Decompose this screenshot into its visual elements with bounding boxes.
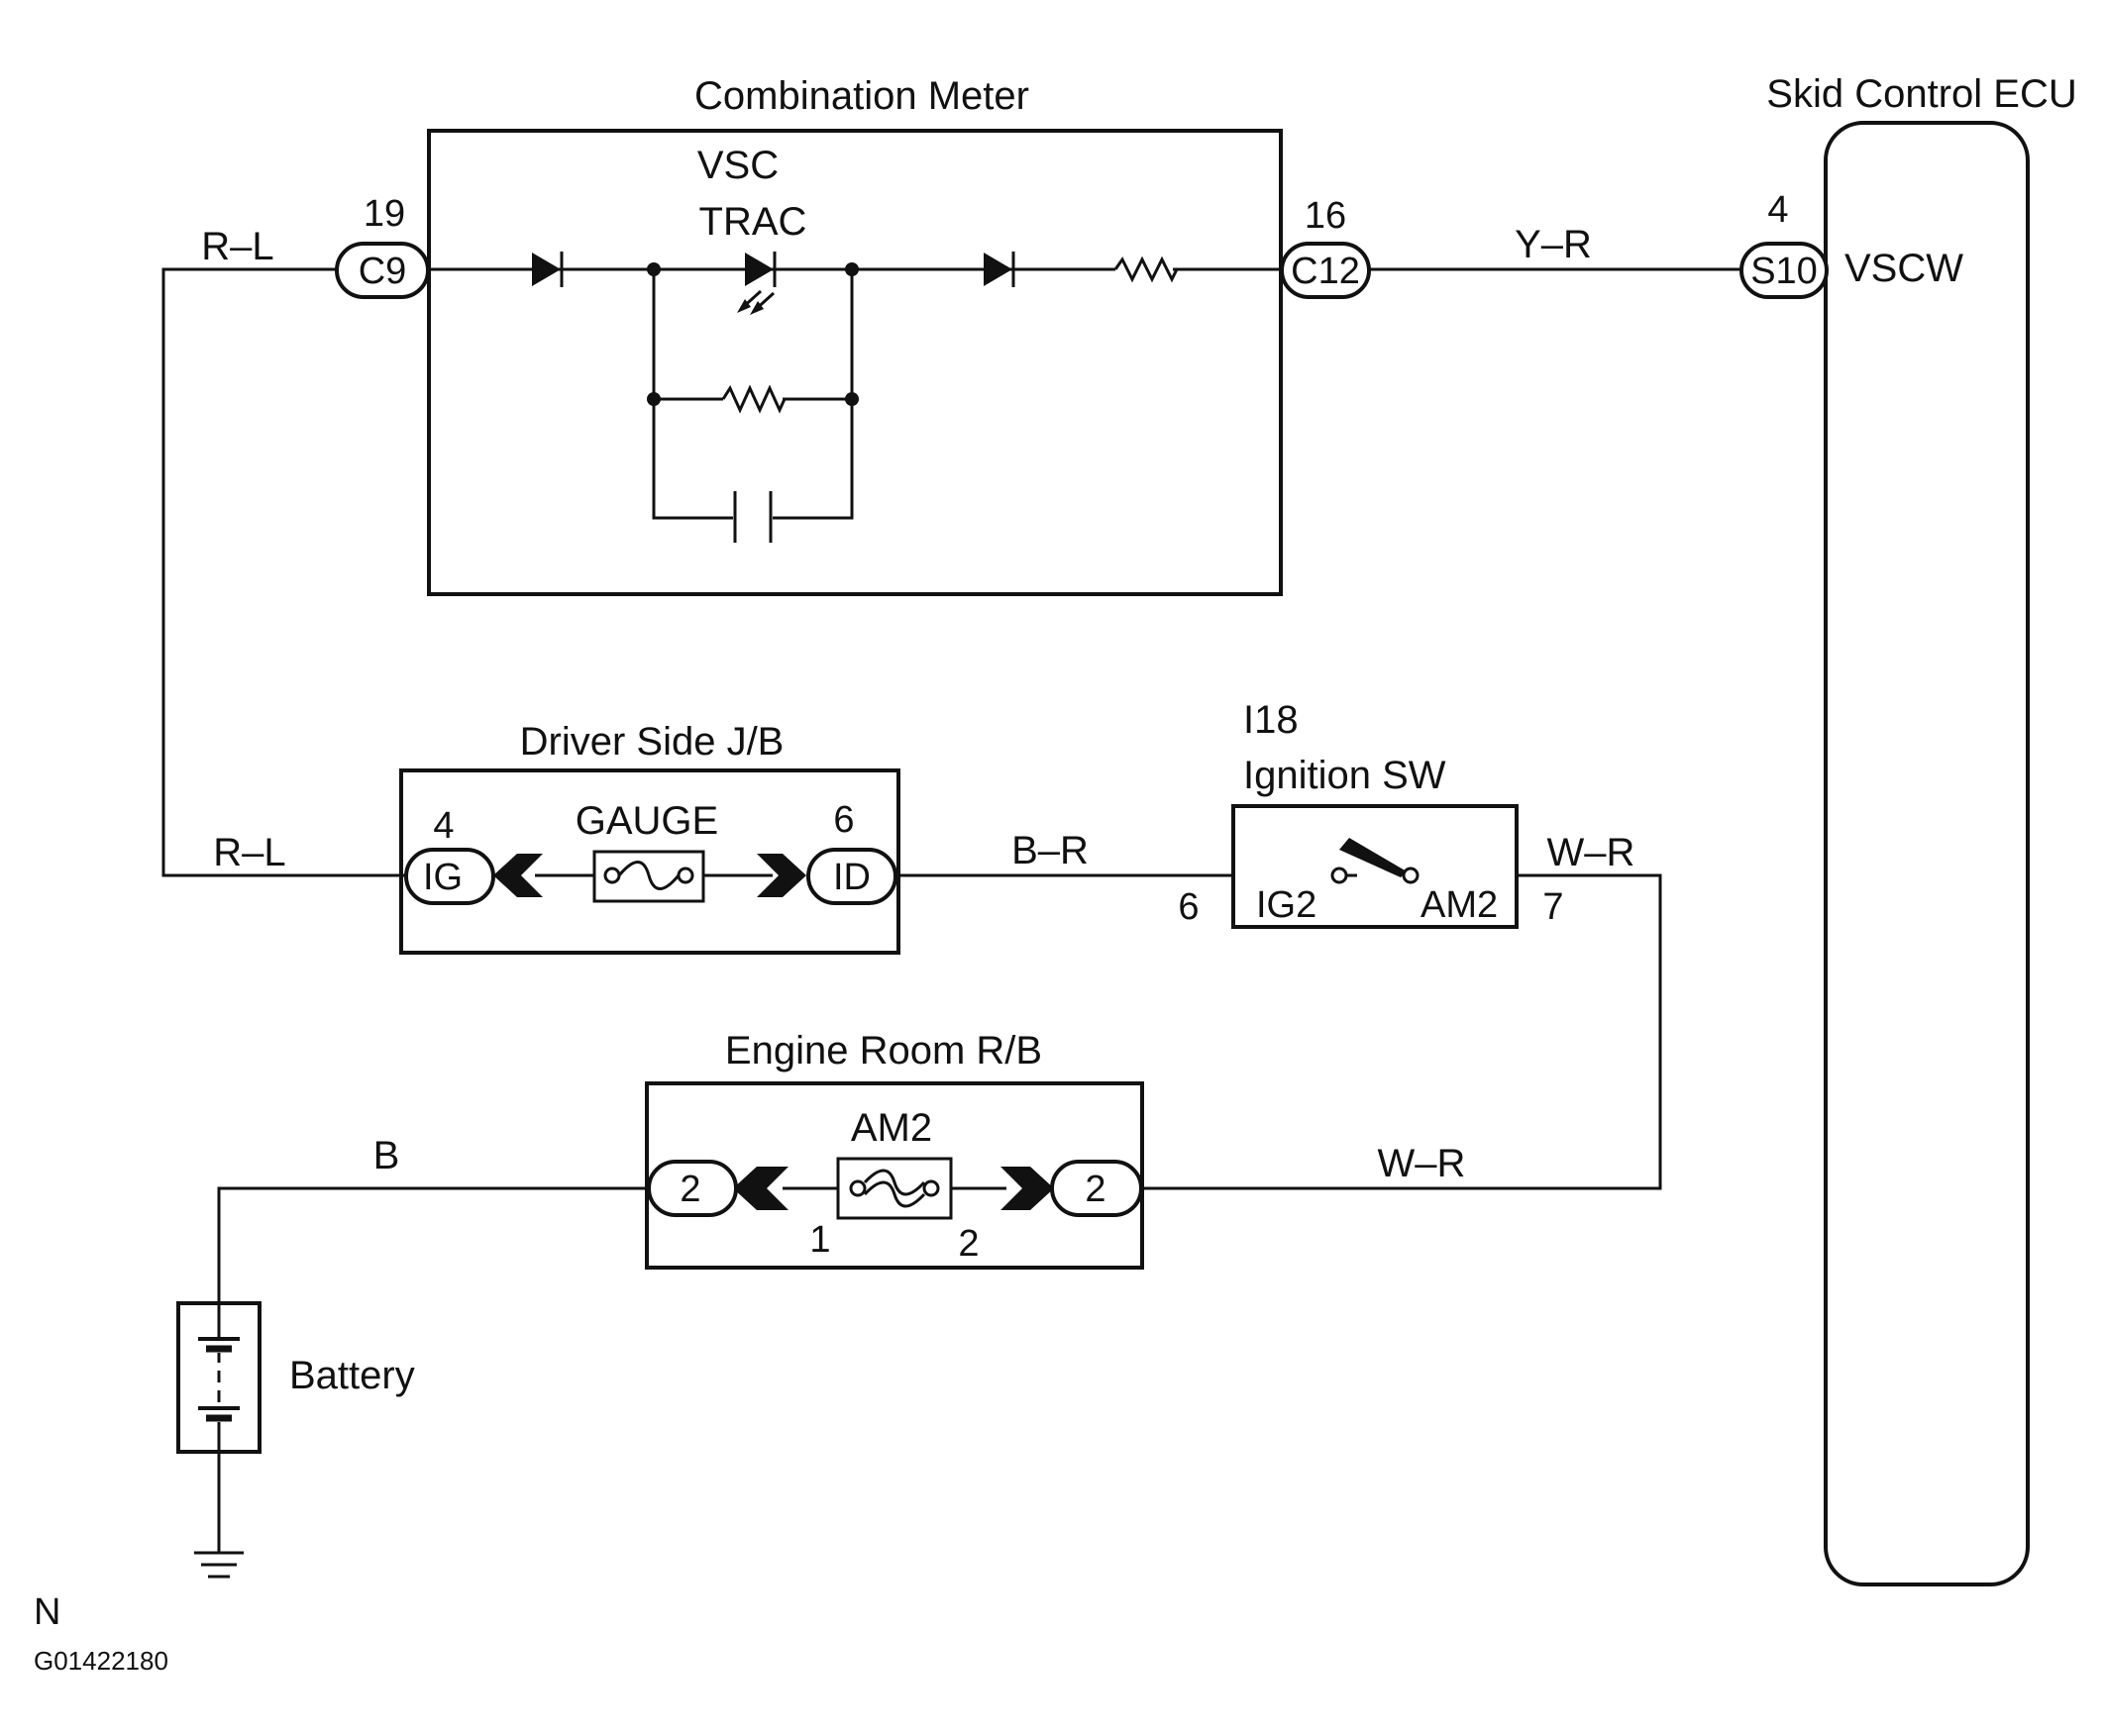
gauge-fuse-label: GAUGE — [576, 799, 718, 843]
wire-label-rl-top: R–L — [201, 225, 273, 268]
skid-control-ecu: Skid Control ECU 4 S10 VSCW — [1739, 72, 2077, 1586]
rb-right-terminal-arrow — [1000, 1167, 1054, 1210]
jb-pin-4: 4 — [433, 805, 454, 847]
jb-left-terminal-arrow — [493, 854, 543, 897]
wire-label-yr: Y–R — [1515, 223, 1592, 266]
capacitor-icon — [733, 491, 773, 543]
skid-control-ecu-title: Skid Control ECU — [1766, 72, 2076, 116]
fuse-pin-2: 2 — [958, 1223, 979, 1265]
gauge-fuse-icon — [592, 850, 705, 903]
ign-pin-6: 6 — [1178, 886, 1199, 928]
switch-contact-icon — [1330, 838, 1420, 884]
terminal-ig — [404, 848, 495, 905]
resistor-series-icon — [1113, 255, 1179, 283]
terminal-ig2: IG2 — [1256, 884, 1316, 926]
led-vsc-trac-icon — [737, 252, 777, 315]
driver-side-jb-title: Driver Side J/B — [520, 720, 785, 764]
jb-right-terminal-arrow — [757, 854, 806, 897]
wire-label-wr-bottom: W–R — [1378, 1142, 1466, 1185]
terminal-id-label: ID — [833, 857, 871, 898]
wires — [161, 267, 1741, 1553]
diode-1 — [532, 252, 564, 287]
ground-icon — [194, 1551, 244, 1579]
wire-b — [217, 1186, 647, 1303]
wire-label-wr-top: W–R — [1547, 831, 1635, 874]
code-letter: N — [34, 1591, 60, 1633]
combination-meter-title: Combination Meter — [694, 74, 1029, 118]
resistor-parallel-icon — [721, 384, 787, 414]
ign-pin-7: 7 — [1542, 886, 1563, 928]
wire-rl — [161, 267, 406, 877]
rb-connector-right — [1050, 1160, 1143, 1217]
figure-id: G01422180 — [34, 1646, 168, 1676]
combination-meter: Combination Meter VSC TRAC — [335, 74, 1371, 596]
rb-connector-left — [647, 1160, 738, 1217]
combination-meter-box — [427, 129, 1283, 596]
wire-label-b: B — [373, 1134, 400, 1177]
trac-label: TRAC — [699, 200, 807, 244]
ecu-pin-4: 4 — [1767, 189, 1788, 231]
ignition-connector-id: I18 — [1243, 698, 1299, 742]
terminal-id — [806, 848, 897, 905]
engine-room-rb-title: Engine Room R/B — [725, 1029, 1042, 1072]
connector-c12 — [1280, 242, 1371, 299]
battery-icon — [198, 1303, 240, 1452]
driver-side-jb: Driver Side J/B GAUGE 4 IG 6 ID — [399, 720, 900, 955]
wire-wr — [1142, 873, 1662, 1190]
battery-label: Battery — [289, 1354, 415, 1397]
connector-c12-label: C12 — [1291, 251, 1360, 292]
ignition-switch: I18 Ignition SW 6 IG2 AM2 7 — [1178, 698, 1564, 929]
ignition-switch-title: Ignition SW — [1243, 754, 1446, 797]
terminal-am2: AM2 — [1420, 884, 1498, 926]
engine-room-rb: Engine Room R/B AM2 2 2 1 2 — [645, 1029, 1144, 1270]
am2-fusible-link-icon — [836, 1157, 953, 1220]
skid-control-ecu-box — [1824, 121, 2030, 1586]
ignition-switch-box — [1231, 804, 1519, 929]
rb-connector-right-label: 2 — [1085, 1169, 1105, 1210]
terminal-ig-label: IG — [423, 857, 463, 898]
connector-s10-label: S10 — [1750, 251, 1818, 292]
rb-left-terminal-arrow — [733, 1167, 789, 1210]
vscw-terminal: VSCW — [1844, 247, 1963, 290]
vsc-label: VSC — [697, 144, 779, 187]
am2-fuse-label: AM2 — [851, 1106, 932, 1150]
wire-label-br: B–R — [1011, 829, 1089, 872]
connector-s10 — [1739, 242, 1829, 299]
rb-connector-left-label: 2 — [680, 1169, 700, 1210]
battery: Battery — [176, 1301, 415, 1454]
driver-side-jb-box — [399, 768, 900, 955]
diode-2 — [984, 252, 1015, 287]
pin-19: 19 — [364, 193, 405, 235]
pin-16: 16 — [1305, 195, 1346, 237]
connector-c9-label: C9 — [359, 251, 407, 292]
jb-pin-6: 6 — [833, 799, 854, 841]
engine-room-rb-box — [645, 1081, 1144, 1270]
connector-c9 — [335, 242, 430, 299]
wire-label-rl-bottom: R–L — [213, 831, 285, 874]
fuse-pin-1: 1 — [809, 1219, 830, 1261]
